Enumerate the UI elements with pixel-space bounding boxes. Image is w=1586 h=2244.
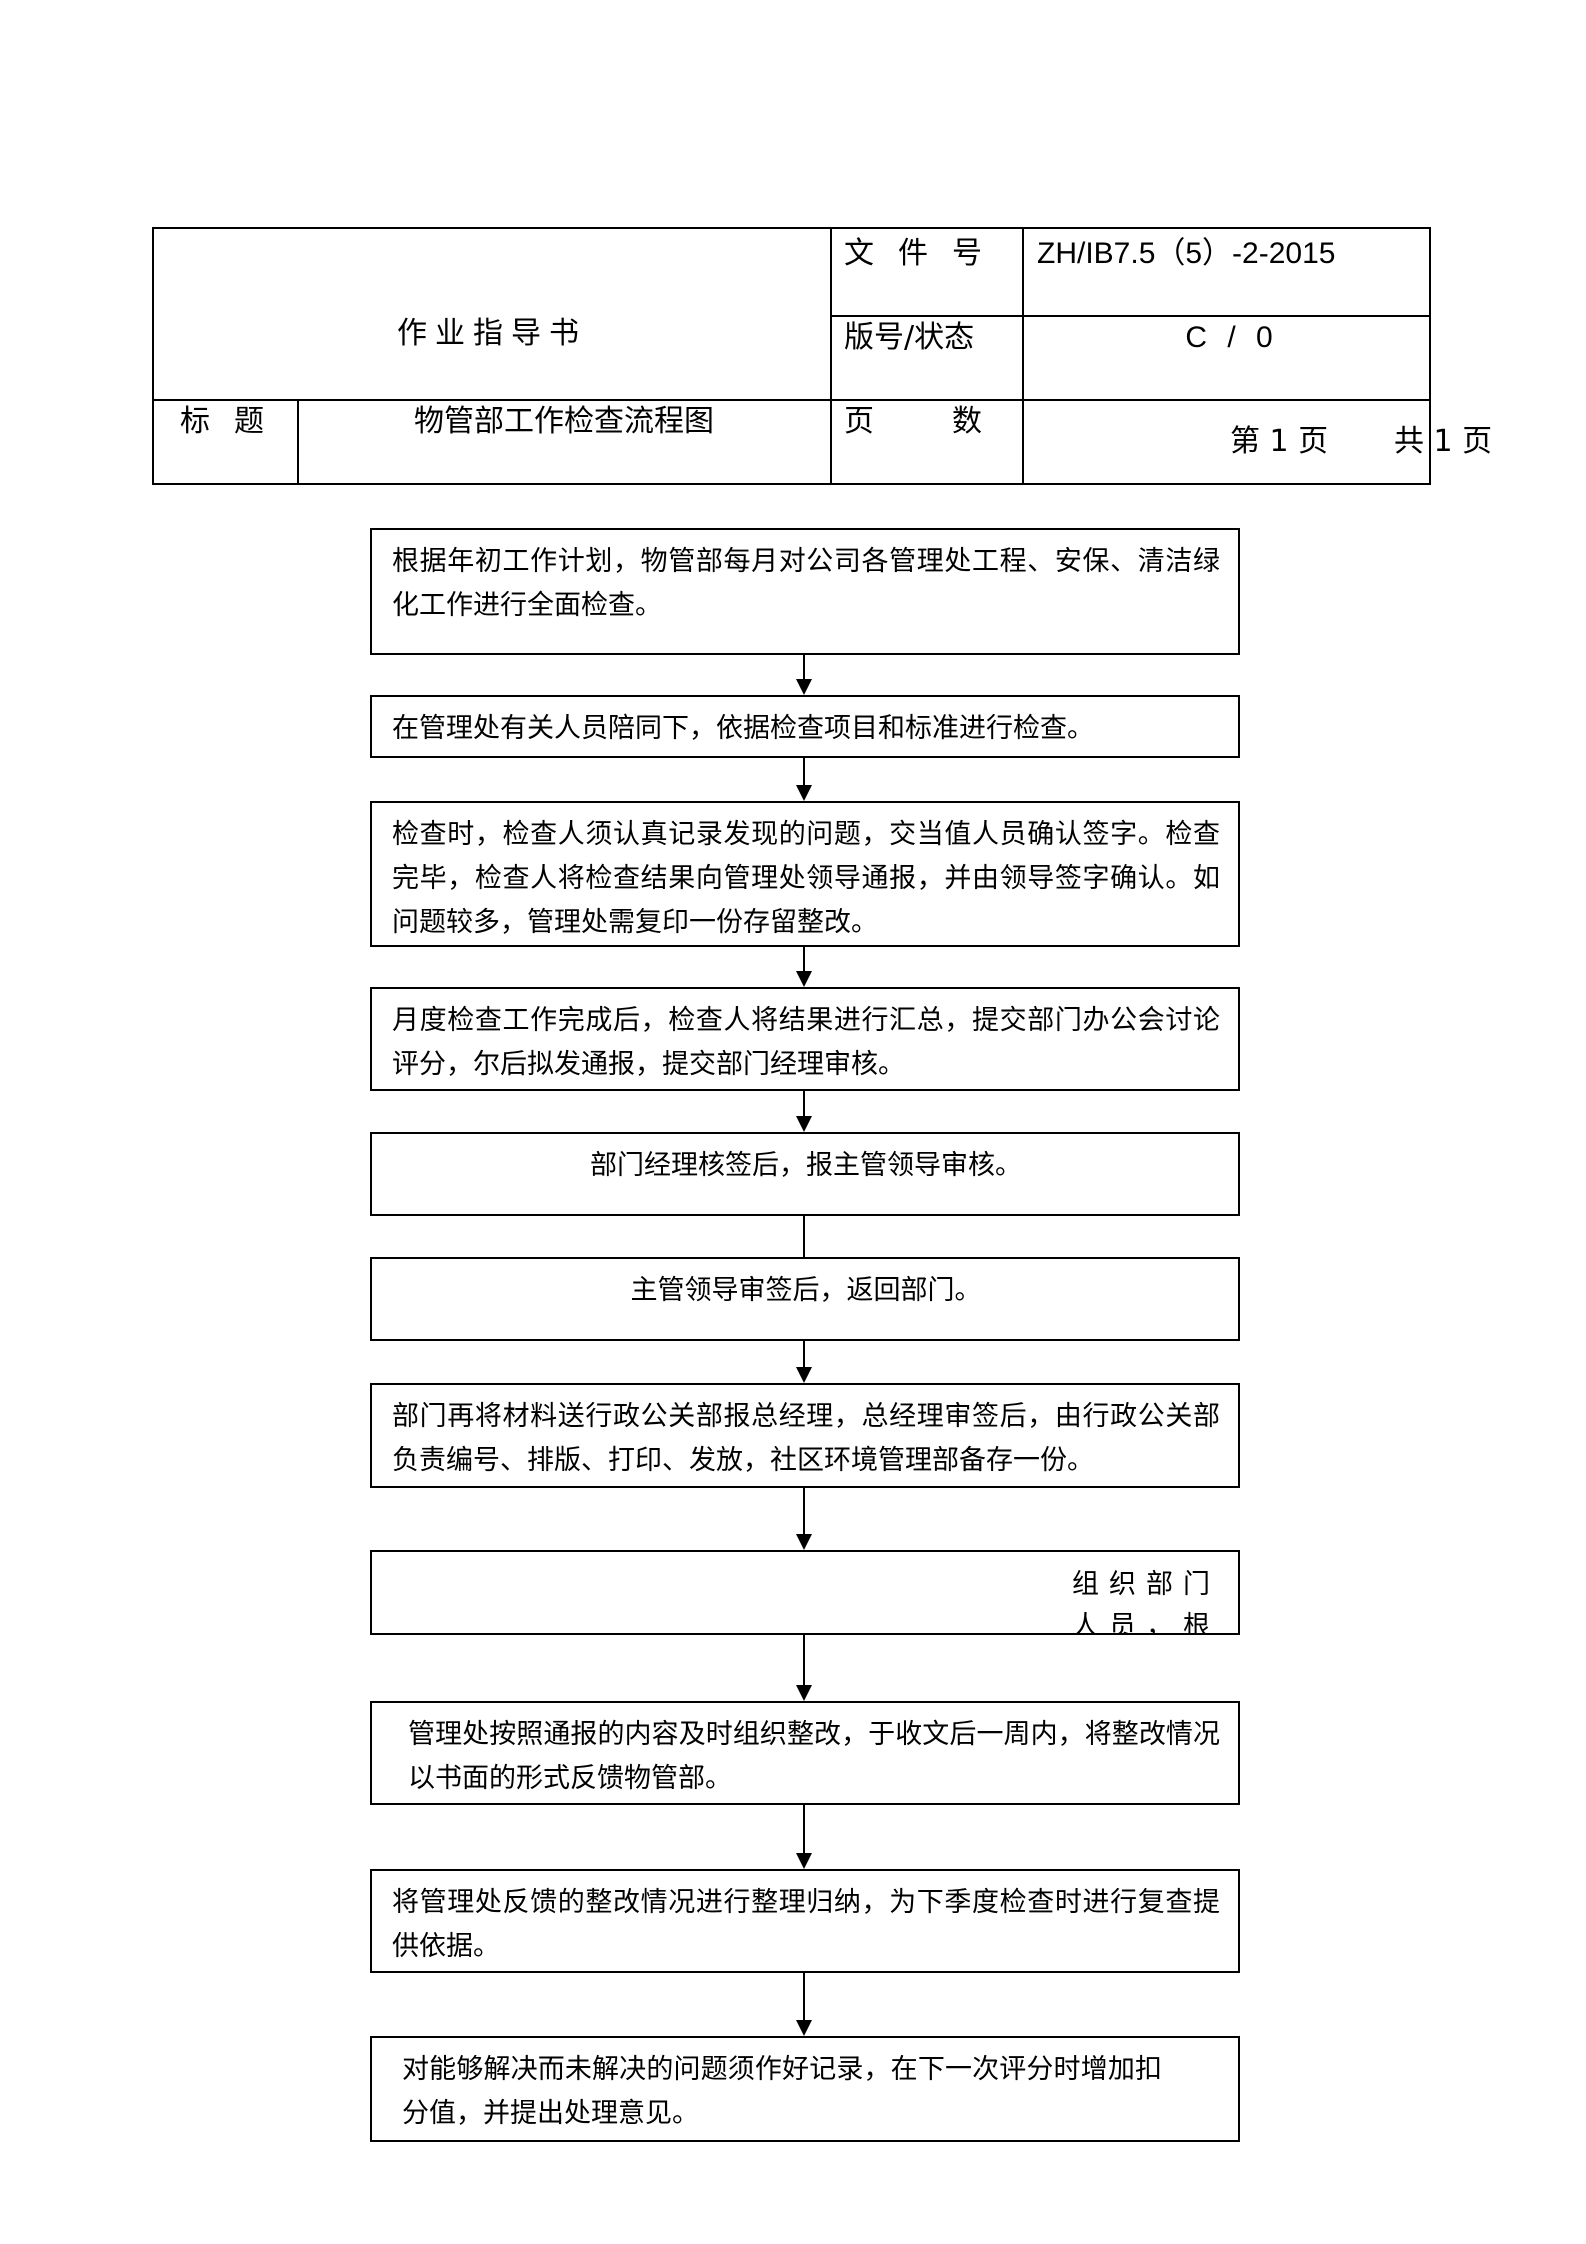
flow-arrow-8-line	[803, 1635, 805, 1685]
flow-arrow-8-head	[796, 1685, 812, 1701]
page-current: 第 1 页	[1230, 424, 1329, 459]
doc-no-label: 文件号	[844, 236, 1006, 271]
flow-arrow-10-line	[803, 1973, 805, 2020]
doc-title: 作业指导书	[397, 316, 587, 351]
flow-step-6: 主管领导审签后，返回部门。	[370, 1257, 1240, 1341]
flow-step-5: 部门经理核签后，报主管领导审核。	[370, 1132, 1240, 1216]
header-row-divider-1	[830, 315, 1430, 317]
header-row-divider-2	[154, 399, 1430, 401]
flow-step-8: 组织部门人员，根据检查	[370, 1550, 1240, 1635]
flow-step-11: 对能够解决而未解决的问题须作好记录，在下一次评分时增加扣分值，并提出处理意见。	[370, 2036, 1240, 2142]
flow-arrow-2-line	[803, 758, 805, 785]
pages-label-part-1: 页	[844, 404, 874, 439]
flow-arrow-5-line	[803, 1216, 805, 1257]
flow-arrow-6-line	[803, 1341, 805, 1381]
title-label: 标题	[180, 404, 288, 439]
header-col-divider-title	[297, 399, 299, 485]
title-value: 物管部工作检查流程图	[414, 404, 714, 439]
flow-step-2: 在管理处有关人员陪同下，依据检查项目和标准进行检查。	[370, 695, 1240, 758]
pages-label-part-2: 数	[952, 404, 982, 439]
flow-arrow-3-line	[803, 947, 805, 971]
flow-step-7: 部门再将材料送行政公关部报总经理，总经理审签后，由行政公关部负责编号、排版、打印…	[370, 1383, 1240, 1488]
document-header-table: 作业指导书 文件号 ZH/IB7.5（5）-2-2015 版号/状态 C / 0…	[152, 227, 1492, 485]
flow-arrow-9-line	[803, 1805, 805, 1855]
flow-step-4: 月度检查工作完成后，检查人将结果进行汇总，提交部门办公会讨论评分，尔后拟发通报，…	[370, 987, 1240, 1091]
flow-arrow-2-head	[796, 785, 812, 801]
flow-arrow-7-line	[803, 1488, 805, 1539]
flow-step-1: 根据年初工作计划，物管部每月对公司各管理处工程、安保、清洁绿化工作进行全面检查。	[370, 528, 1240, 655]
page-total: 共 1 页	[1394, 424, 1493, 459]
flow-step-9: 管理处按照通报的内容及时组织整改，于收文后一周内，将整改情况以书面的形式反馈物管…	[370, 1701, 1240, 1805]
flow-arrow-10-head	[796, 2020, 812, 2036]
doc-no-value: ZH/IB7.5（5）-2-2015	[1037, 237, 1336, 270]
version-label: 版号/状态	[844, 320, 975, 355]
flow-arrow-4-line	[803, 1091, 805, 1116]
version-value: C / 0	[1185, 321, 1279, 354]
flow-arrow-7-head	[796, 1534, 812, 1550]
flow-step-10: 将管理处反馈的整改情况进行整理归纳，为下季度检查时进行复查提供依据。	[370, 1869, 1240, 1973]
flow-arrow-4-head	[796, 1116, 812, 1132]
flow-arrow-1-line	[803, 655, 805, 679]
header-col-divider-main	[830, 229, 832, 485]
flow-arrow-1-head	[796, 679, 812, 695]
flow-arrow-6-head	[796, 1367, 812, 1383]
header-col-divider-values	[1022, 229, 1024, 485]
flow-arrow-9-head	[796, 1853, 812, 1869]
flow-arrow-3-head	[796, 971, 812, 987]
flow-step-3: 检查时，检查人须认真记录发现的问题，交当值人员确认签字。检查完毕，检查人将检查结…	[370, 801, 1240, 947]
